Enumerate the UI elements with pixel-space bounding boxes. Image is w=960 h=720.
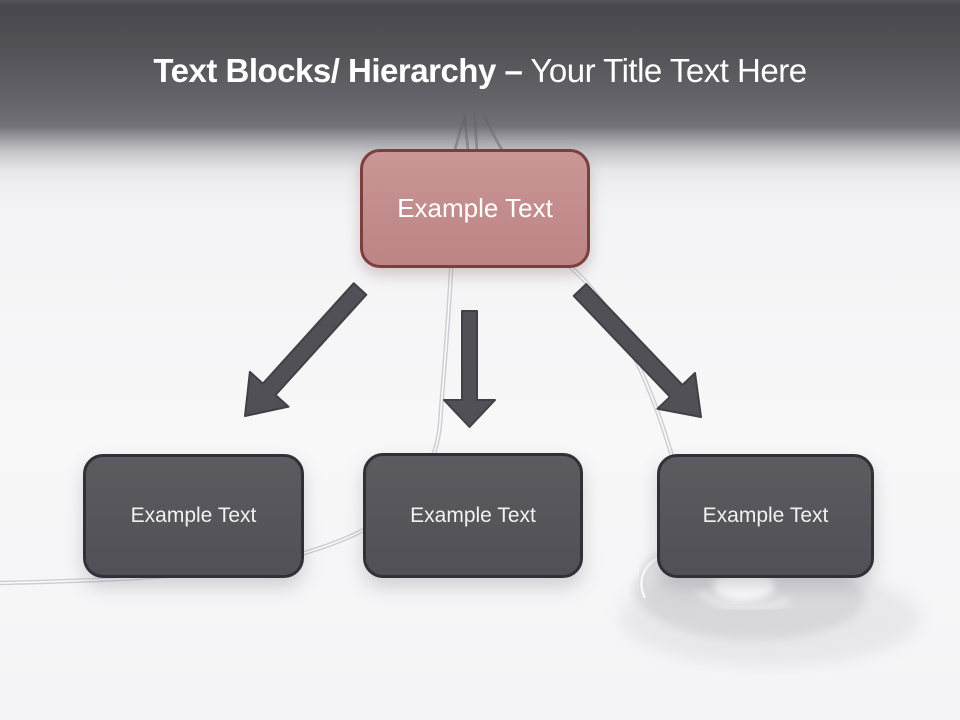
arrow-down-icon [443,310,496,428]
child-text-block-2[interactable]: Example Text [363,453,583,578]
slide-title-regular: Your Title Text Here [522,52,807,89]
child-text-block-2-label: Example Text [410,503,536,527]
slide-title-bold: Text Blocks/ Hierarchy – [153,52,523,89]
root-text-block-label: Example Text [397,193,553,223]
arrow-down-right-icon [572,283,702,418]
connector-arrows [244,282,702,428]
child-text-block-1-label: Example Text [130,504,257,527]
cable-silhouette-graphic [453,109,504,151]
root-text-block[interactable]: Example Text [360,149,590,268]
child-text-block-3[interactable]: Example Text [657,454,874,578]
child-text-block-3-label: Example Text [702,504,829,527]
child-text-block-1[interactable]: Example Text [83,454,304,578]
arrow-down-left-icon [244,282,368,417]
slide-title[interactable]: Text Blocks/ Hierarchy – Your Title Text… [0,52,960,90]
